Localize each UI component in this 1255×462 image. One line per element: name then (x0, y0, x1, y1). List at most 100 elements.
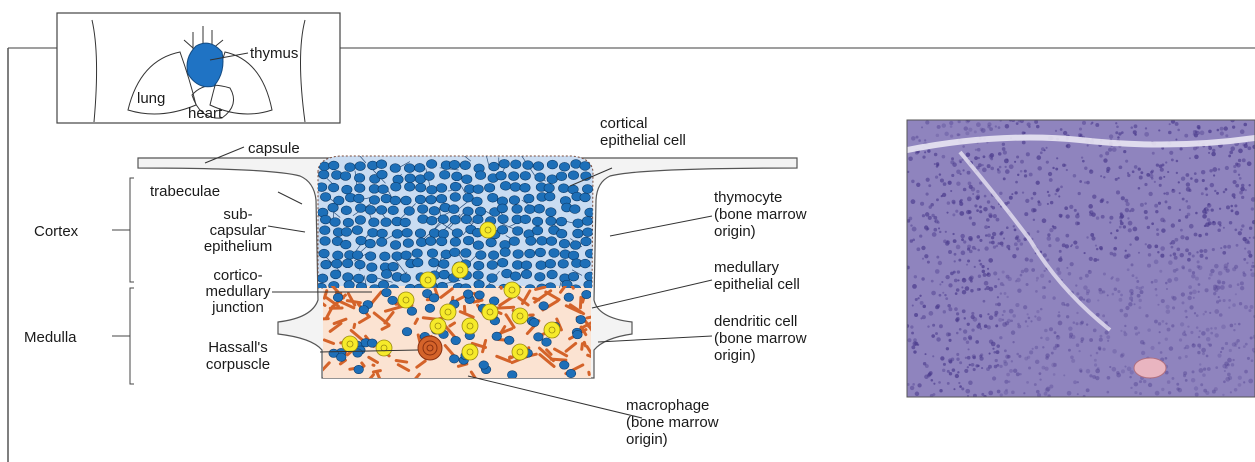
thymocyte-label-line2: (bone marrow (714, 206, 807, 223)
histology-nucleus (959, 328, 962, 331)
histology-nucleus (1166, 192, 1169, 195)
histology-nucleus (1212, 248, 1215, 251)
thymocyte-cell (376, 206, 386, 215)
histology-nucleus (1029, 173, 1033, 177)
histology-nucleus (967, 356, 971, 360)
region-brackets: Cortex Medulla (24, 178, 134, 384)
histology-nucleus (993, 271, 997, 275)
histology-nucleus (933, 216, 937, 220)
histology-nucleus (1219, 208, 1221, 210)
histology-nucleus (1129, 289, 1134, 294)
histology-nucleus (968, 348, 970, 350)
histology-nucleus (1165, 282, 1168, 285)
histology-nucleus (977, 288, 980, 291)
histology-nucleus (1200, 131, 1205, 136)
histology-nucleus (1189, 291, 1192, 294)
histology-nucleus (1109, 221, 1111, 223)
histology-nucleus (943, 240, 947, 244)
histology-nucleus (1037, 166, 1042, 171)
histology-nucleus (1220, 351, 1222, 353)
histology-nucleus (1240, 129, 1245, 134)
histology-nucleus (1093, 329, 1097, 333)
histology-nucleus (955, 210, 958, 213)
histology-nucleus (1211, 152, 1216, 157)
histology-nucleus (1000, 292, 1002, 294)
thymocyte-cell (497, 258, 507, 267)
histology-nucleus (955, 292, 958, 295)
histology-nucleus (1205, 233, 1208, 236)
histology-nucleus (1037, 230, 1040, 233)
thymocyte-cell (332, 259, 342, 268)
histology-nucleus (1194, 179, 1198, 183)
histology-nucleus (999, 365, 1002, 368)
histology-nucleus (960, 161, 962, 163)
medullary-thymocyte (359, 305, 369, 313)
histology-nucleus (1074, 209, 1077, 212)
histology-nucleus (1067, 391, 1072, 396)
thymocyte-cell (573, 229, 583, 238)
histology-nucleus (1003, 151, 1007, 155)
histology-nucleus (1232, 303, 1236, 307)
histology-nucleus (1065, 244, 1069, 248)
histology-nucleus (1090, 123, 1092, 125)
histology-nucleus (1140, 340, 1144, 344)
histology-nucleus (1229, 349, 1232, 352)
thymocyte-cell (355, 204, 365, 213)
thymocyte-cell (488, 193, 498, 202)
histology-nucleus (1187, 258, 1191, 262)
thymocyte-cell (424, 172, 434, 181)
histology-nucleus (1033, 192, 1037, 196)
thymocyte-cell (417, 205, 427, 214)
histology-nucleus (1009, 309, 1014, 314)
thymocyte-cell (436, 184, 446, 193)
histology-nucleus (924, 139, 926, 141)
capsule-label: capsule (248, 140, 300, 157)
histology-nucleus (1210, 327, 1212, 329)
histology-nucleus (917, 383, 921, 387)
thymocyte-cell (520, 171, 530, 180)
histology-nucleus (917, 344, 919, 346)
histology-nucleus (1016, 247, 1019, 250)
histology-nucleus (1175, 122, 1179, 126)
histology-nucleus (1116, 125, 1119, 128)
histology-nucleus (1214, 288, 1218, 292)
histology-nucleus (911, 345, 915, 349)
histology-nucleus (985, 234, 988, 237)
histology-nucleus (984, 281, 989, 286)
histology-nucleus (919, 234, 922, 237)
histology-nucleus (1162, 320, 1165, 323)
histology-nucleus (1217, 354, 1221, 358)
histology-nucleus (1251, 207, 1254, 210)
histology-nucleus (989, 241, 991, 243)
histology-nucleus (1192, 290, 1197, 295)
thymocyte-cell (404, 164, 414, 173)
histology-nucleus (1012, 314, 1015, 317)
histology-nucleus (915, 392, 919, 396)
histology-nucleus (1237, 283, 1240, 286)
histology-nucleus (1046, 161, 1049, 164)
histology-nucleus (1049, 178, 1053, 182)
histology-nucleus (1177, 129, 1180, 132)
thymocyte-cell (404, 207, 414, 216)
histology-nucleus (1250, 272, 1255, 277)
histology-nucleus (1096, 352, 1099, 355)
thymocyte-cell (509, 196, 519, 205)
histology-nucleus (1163, 192, 1165, 194)
medulla-label: Medulla (24, 329, 77, 346)
histology-nucleus (924, 225, 928, 229)
histology-nucleus (1020, 242, 1023, 245)
histology-nucleus (1201, 192, 1204, 195)
histology-nucleus (1052, 296, 1055, 299)
histology-nucleus (1035, 290, 1038, 293)
histology-nucleus (1107, 391, 1110, 394)
thymocyte-cell (460, 161, 470, 170)
histology-nucleus (967, 323, 970, 326)
histology-nucleus (1218, 296, 1220, 298)
histology-nucleus (1017, 288, 1021, 292)
histology-nucleus (1190, 331, 1193, 334)
histology-nucleus (957, 371, 959, 373)
histology-nucleus (936, 162, 939, 165)
histology-nucleus (1121, 369, 1125, 373)
histology-nucleus (1042, 346, 1044, 348)
histology-nucleus (1034, 383, 1037, 386)
